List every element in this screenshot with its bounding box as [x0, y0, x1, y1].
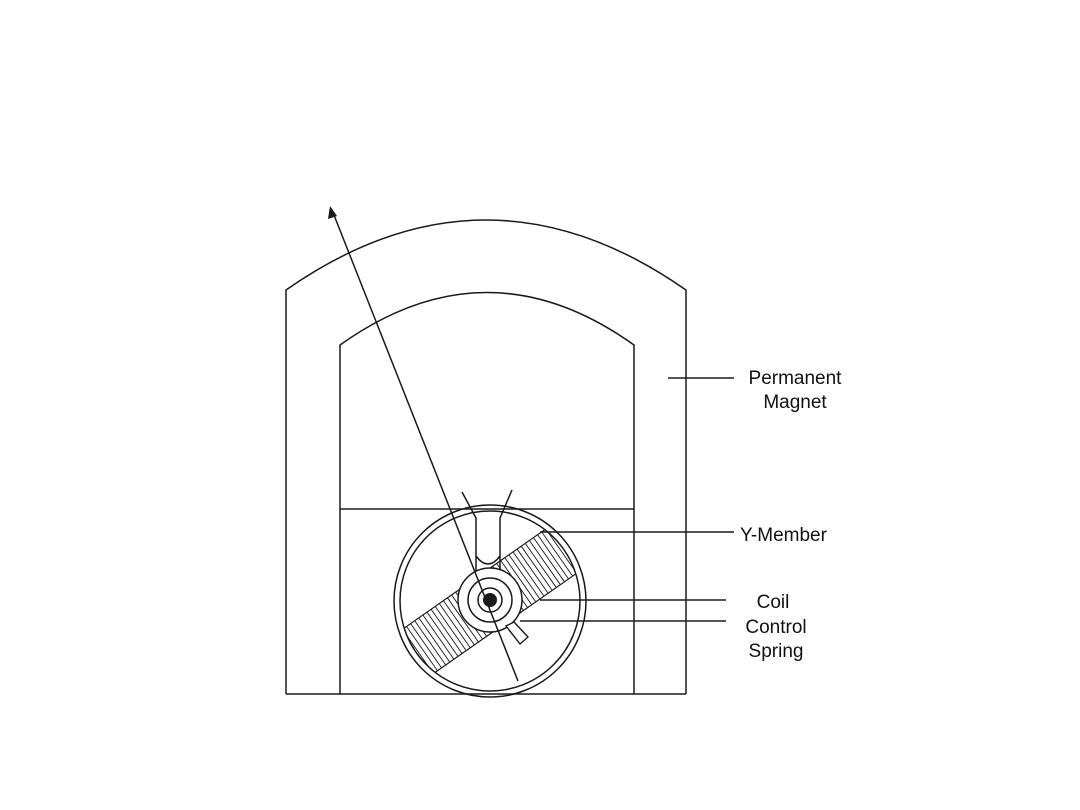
coil-hatch-line	[529, 540, 561, 585]
coil-hatch-line	[533, 537, 565, 583]
coil-hatch-line	[512, 551, 545, 597]
coil-hatch-line	[520, 545, 553, 591]
coil-hatch-line	[557, 520, 580, 565]
coil-hatch-line	[565, 514, 580, 560]
coil-hatch-line	[430, 609, 463, 654]
spindle-dot	[483, 593, 497, 607]
coil-hatch-line	[569, 511, 580, 557]
coil-hatch-line	[400, 637, 422, 683]
coil-hatch-line	[418, 617, 451, 663]
coil-hatch-line	[406, 626, 438, 671]
coil-hatch-line	[410, 623, 442, 669]
drum-outer-circle	[393, 504, 587, 698]
y-member	[461, 489, 513, 574]
coil-hatch-line	[516, 548, 549, 594]
coil-hatch-line	[400, 646, 410, 691]
label-permanent-magnet-line2: Magnet	[763, 392, 827, 413]
label-control-spring-line2: Spring	[749, 641, 804, 662]
label-coil: Coil	[757, 592, 790, 613]
label-control-spring-line1: Control	[745, 617, 806, 638]
coil-hatch-line	[438, 603, 471, 649]
coil-hatch-line	[504, 557, 537, 603]
coil-hatch-line	[508, 554, 541, 600]
coil-hatch-line	[443, 600, 475, 646]
coil-hatch-line	[402, 629, 434, 674]
coil-hatch-line	[400, 631, 430, 677]
control-spring	[504, 621, 530, 646]
coil-hatch-line	[545, 528, 578, 574]
magnet-inner-outline	[339, 291, 635, 694]
pointer	[331, 209, 519, 682]
coil-hatch-line	[434, 606, 467, 651]
label-y-member: Y-Member	[740, 525, 828, 546]
coil-hatch-line	[422, 614, 455, 660]
label-permanent-magnet-line1: Permanent	[749, 368, 843, 389]
hub-middle-circle	[467, 577, 513, 623]
magnet-outer-outline	[285, 219, 687, 694]
coil-hatch-line	[553, 522, 580, 568]
coil-hatch-line	[426, 611, 459, 657]
coil-hatch-line	[414, 620, 447, 666]
coil-hatch-line	[541, 531, 574, 577]
coil-hatch-line	[447, 597, 479, 643]
coil-hatch-line	[537, 534, 569, 580]
coil-hatch-line	[524, 543, 557, 588]
drum-inner-circle	[399, 510, 581, 692]
pointer-arrowhead	[328, 206, 337, 219]
